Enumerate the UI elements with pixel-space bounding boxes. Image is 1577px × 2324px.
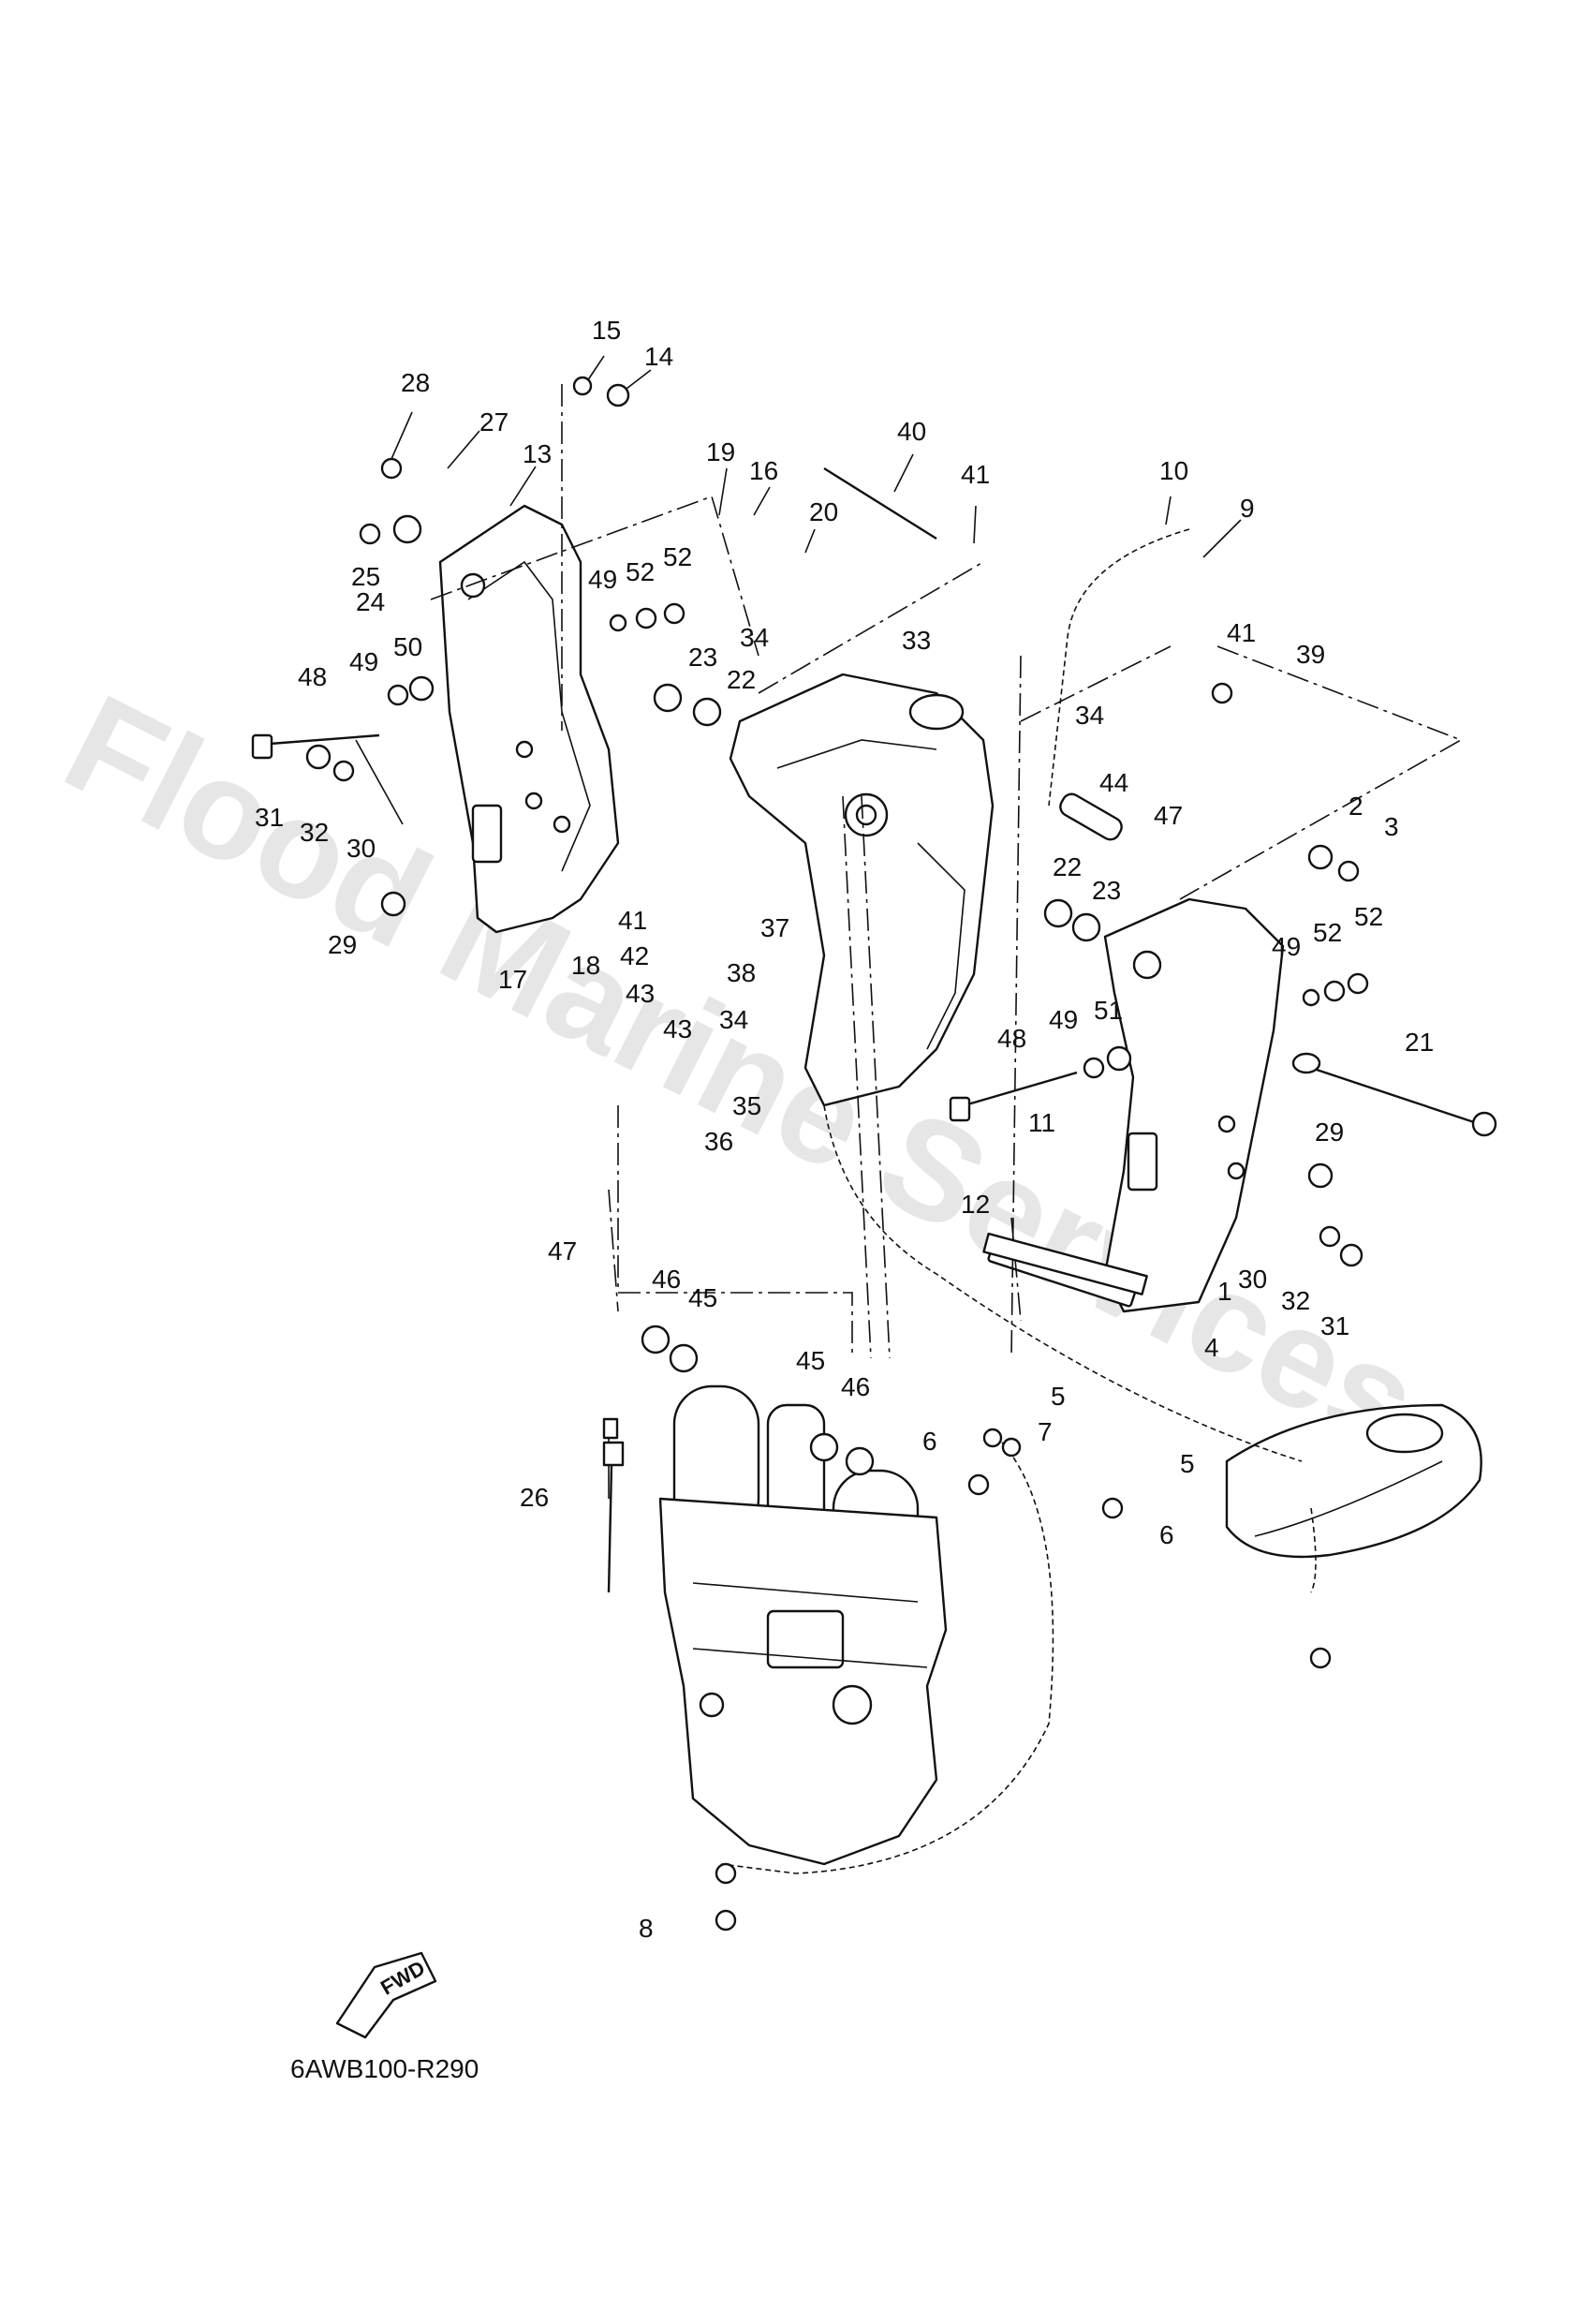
cable-tie [602,1441,625,1593]
callout-10: 10 [1159,456,1188,485]
callout-31: 31 [1320,1311,1349,1340]
callout-12: 12 [961,1190,990,1219]
callout-26: 26 [520,1483,549,1512]
callout-39: 39 [1296,640,1325,669]
callout-41: 41 [618,906,647,935]
callout-51: 51 [1094,996,1123,1025]
callout-31: 31 [255,803,284,832]
ground-wires [720,528,1317,1874]
callout-37: 37 [760,913,789,942]
callout-14: 14 [644,342,673,371]
callout-25: 25 [351,562,380,591]
diagram-code: 6AWB100-R290 [290,2054,479,2083]
callout-49: 49 [1272,932,1301,961]
callout-47: 47 [548,1236,577,1266]
callout-52: 52 [1354,902,1383,931]
callout-29: 29 [328,930,357,959]
callout-7: 7 [1038,1417,1053,1446]
callout-32: 32 [1281,1286,1310,1315]
callout-17: 17 [498,965,527,994]
callout-3: 3 [1384,812,1399,841]
callout-5: 5 [1051,1382,1066,1411]
callout-46: 46 [652,1265,681,1294]
callout-22: 22 [727,665,756,694]
callout-45: 45 [796,1346,825,1375]
callout-29: 29 [1315,1118,1344,1147]
callout-38: 38 [727,958,756,987]
callout-45: 45 [688,1283,717,1312]
callout-48: 48 [997,1024,1026,1053]
fwd-arrow: FWD [335,1951,437,2039]
callout-6: 6 [922,1427,937,1456]
callout-13: 13 [523,439,552,468]
callout-33: 33 [902,626,931,655]
callout-19: 19 [706,437,735,466]
callout-5: 5 [1180,1449,1195,1478]
callout-49: 49 [588,565,617,594]
callout-24: 24 [356,587,385,616]
callout-34: 34 [740,623,769,652]
callout-23: 23 [1092,876,1121,905]
callout-2: 2 [1349,792,1363,821]
callout-52: 52 [1313,918,1342,947]
callout-49: 49 [1049,1005,1078,1034]
callout-28: 28 [401,368,430,397]
callout-27: 27 [479,407,508,437]
right-clamp-bracket [1103,897,1285,1313]
callout-41: 41 [961,460,990,489]
callout-8: 8 [639,1914,654,1943]
callout-43: 43 [663,1014,692,1044]
callout-9: 9 [1240,494,1255,523]
callout-41: 41 [1227,618,1256,647]
callout-52: 52 [663,542,692,571]
callout-30: 30 [346,834,376,863]
callout-52: 52 [626,557,655,586]
callout-42: 42 [620,941,649,970]
left-clamp-bracket [438,504,620,934]
reference-lines [430,384,1463,1359]
callout-48: 48 [298,662,327,691]
callout-50: 50 [393,632,422,661]
callout-16: 16 [749,456,778,485]
power-trim-tilt-unit [658,1384,948,1866]
callout-46: 46 [841,1372,870,1401]
callout-34: 34 [719,1005,748,1034]
callout-40: 40 [897,417,926,446]
callouts: 15 14 28 27 13 19 16 40 41 10 9 20 25 24… [255,316,1434,1943]
callout-47: 47 [1154,801,1183,830]
callout-44: 44 [1099,768,1128,797]
anode-bracket [1225,1403,1482,1559]
callout-49: 49 [349,647,378,676]
callout-6: 6 [1159,1520,1174,1549]
callout-11: 11 [1028,1108,1055,1137]
callout-32: 32 [300,818,329,847]
callout-20: 20 [809,497,838,526]
callout-23: 23 [688,643,717,672]
callout-43: 43 [626,979,655,1008]
callout-18: 18 [571,951,600,980]
callout-30: 30 [1238,1265,1267,1294]
callout-35: 35 [732,1091,761,1120]
callout-1: 1 [1217,1277,1232,1306]
callout-21: 21 [1405,1028,1434,1057]
callout-4: 4 [1204,1333,1219,1362]
callout-22: 22 [1053,852,1082,881]
callout-36: 36 [704,1127,733,1156]
callout-34: 34 [1075,701,1104,730]
callout-15: 15 [592,316,621,345]
